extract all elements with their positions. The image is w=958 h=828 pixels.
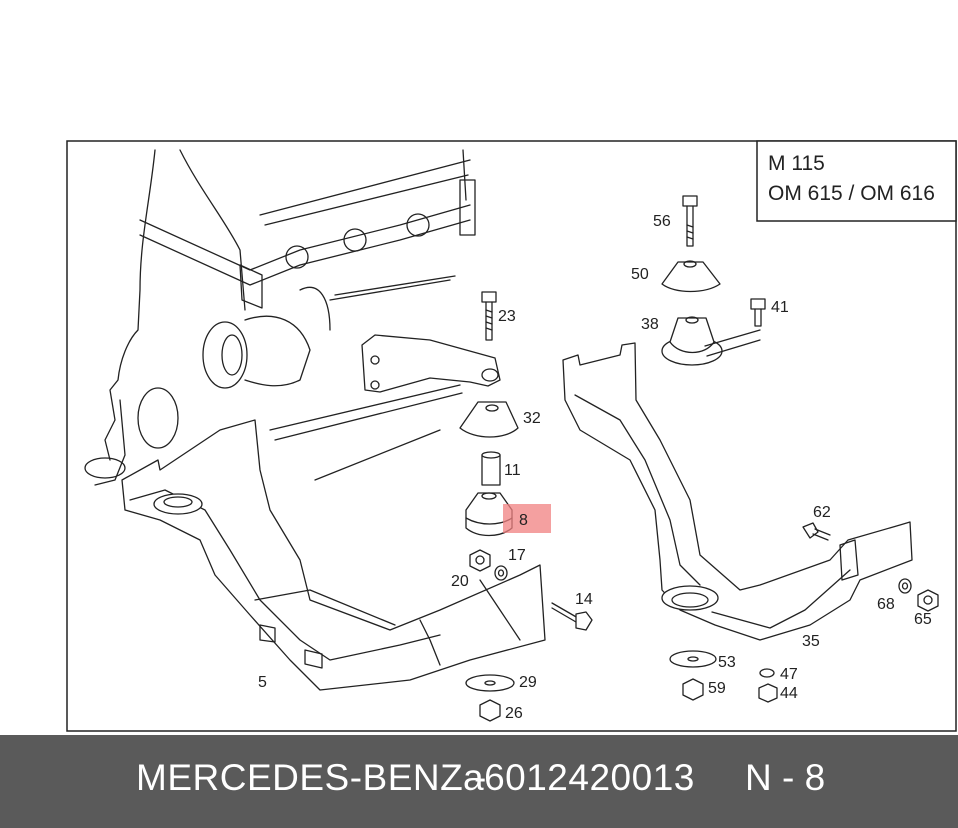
engine-line-2: OM 615 / OM 616	[768, 182, 935, 205]
label-44: 44	[780, 685, 798, 702]
label-14: 14	[575, 591, 593, 608]
nut-44-drawing	[758, 683, 778, 703]
washer-53-drawing	[669, 650, 717, 668]
label-41: 41	[771, 299, 789, 316]
nut-26-drawing	[479, 699, 501, 722]
parts-diagram: M 115 OM 615 / OM 616	[66, 140, 957, 732]
left-bracket-drawing	[121, 419, 546, 691]
washer-29-drawing	[465, 674, 515, 692]
label-5: 5	[258, 674, 267, 691]
footer-reference: N - 8	[745, 757, 826, 798]
label-47: 47	[780, 666, 798, 683]
washer-17-drawing	[494, 565, 508, 581]
bolt-23-drawing	[481, 291, 497, 341]
label-23: 23	[498, 308, 516, 325]
label-17: 17	[508, 547, 526, 564]
label-26: 26	[505, 705, 523, 722]
mount-38-drawing	[661, 316, 761, 366]
mount-50-drawing	[661, 260, 721, 293]
right-bracket-drawing	[562, 342, 913, 641]
nut-20-drawing	[469, 549, 491, 572]
leader-lines	[704, 329, 761, 347]
washer-68-drawing	[898, 578, 912, 594]
footer-brand: MERCEDES-BENZ -	[136, 757, 487, 798]
highlight-part-8	[503, 504, 551, 533]
label-35: 35	[802, 633, 820, 650]
label-8: 8	[519, 512, 528, 529]
bolt-56-drawing	[682, 195, 698, 247]
washer-47-drawing	[759, 668, 775, 678]
part-labels: 56 50 41 38 23 32 11 8 17 20 14 29 26 5 …	[258, 213, 932, 722]
label-56: 56	[653, 213, 671, 230]
label-11: 11	[504, 462, 521, 479]
footer-bar: MERCEDES-BENZ - a6012420013 N - 8	[0, 735, 958, 828]
label-53: 53	[718, 654, 736, 671]
label-65: 65	[914, 611, 932, 628]
mount-arm-drawing	[361, 334, 501, 393]
sleeve-11-drawing	[481, 451, 501, 486]
label-29: 29	[519, 674, 537, 691]
bolt-14-drawing	[551, 602, 593, 631]
engine-block-drawing	[84, 149, 476, 486]
label-38: 38	[641, 316, 659, 333]
diagram-frame	[66, 140, 957, 732]
label-59: 59	[708, 680, 726, 697]
label-50: 50	[631, 266, 649, 283]
mount-32-drawing	[459, 401, 519, 438]
nut-65-drawing	[917, 589, 939, 612]
label-32: 32	[523, 410, 541, 427]
label-68: 68	[877, 596, 895, 613]
label-62: 62	[813, 504, 831, 521]
engine-box: M 115 OM 615 / OM 616	[756, 140, 957, 222]
nut-59-drawing	[682, 678, 704, 701]
bolt-62-drawing	[802, 522, 831, 541]
engine-line-1: M 115	[768, 152, 825, 175]
bolt-41-drawing	[750, 298, 766, 327]
label-20: 20	[451, 573, 469, 590]
footer-part-number: a6012420013	[463, 757, 695, 798]
